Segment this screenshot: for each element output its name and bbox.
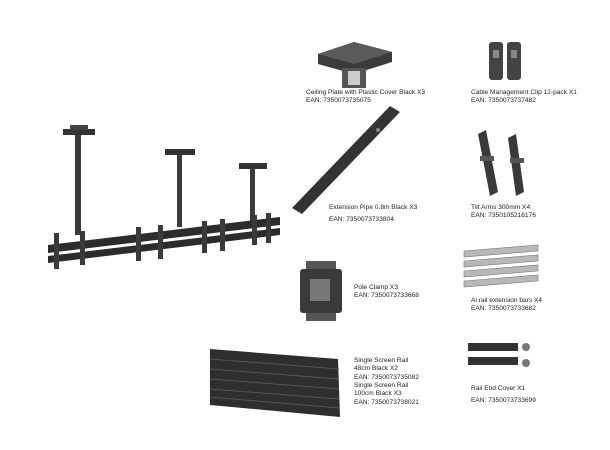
tilt-arms-image — [474, 126, 534, 198]
screen-rail-48-ean: EAN: 7350073735082 — [354, 373, 419, 381]
ceiling-plate-name: Ceiling Plate with Plastic Cover Black X… — [306, 89, 426, 96]
pole-clamp-ean: EAN: 7350073733668 — [354, 292, 419, 300]
cable-clip-name: Cable Management Clip 12-pack X1 — [471, 89, 577, 96]
rail-extension-image — [460, 243, 542, 293]
assembled-ceiling-mount-image — [40, 125, 290, 275]
cable-clip-ean: EAN: 7350073737482 — [471, 97, 536, 105]
rail-extension-label: Al rail extension bars X4 EAN: 735007373… — [471, 297, 542, 314]
rail-extension-name: Al rail extension bars X4 — [471, 297, 543, 304]
extension-pipe-name: Extension Pipe 0.8m Black X3 — [329, 204, 418, 211]
tilt-arms-ean: EAN: 7350105216176 — [471, 212, 536, 220]
tilt-arms-name: Tilt Arms 300mm X4 — [471, 204, 531, 211]
cable-clip-image — [485, 40, 525, 84]
pole-clamp-label: Pole Clamp X3 EAN: 7350073733668 — [354, 284, 419, 301]
ceiling-plate-label: Ceiling Plate with Plastic Cover Black X… — [306, 89, 425, 106]
screen-rail-100-ean: EAN: 7350073738021 — [354, 398, 419, 406]
cable-clip-label: Cable Management Clip 12-pack X1 EAN: 73… — [471, 89, 577, 106]
ceiling-plate-ean: EAN: 7350073735075 — [306, 97, 371, 105]
extension-pipe-ean: EAN: 7350073733804 — [329, 216, 394, 224]
screen-rail-100-name-2: 100cm Black X3 — [354, 390, 402, 398]
screen-rail-100-name-1: Single Screen Rail — [354, 382, 409, 389]
rail-end-cover-label: Rail End Cover X1 EAN: 7350073733699 — [471, 385, 536, 406]
screen-rail-100-label: Single Screen Rail 100cm Black X3 EAN: 7… — [354, 382, 419, 407]
tilt-arms-label: Tilt Arms 300mm X4 EAN: 7350105216176 — [471, 204, 536, 221]
screen-rail-48-name-1: Single Screen Rail — [354, 357, 409, 364]
rail-end-cover-name: Rail End Cover X1 — [471, 385, 526, 392]
pole-clamp-name: Pole Clamp X3 — [354, 284, 398, 291]
rail-extension-ean: EAN: 7350073733682 — [471, 305, 536, 313]
ceiling-plate-image — [312, 38, 397, 93]
rail-end-cover-ean: EAN: 7350073733699 — [471, 397, 536, 405]
screen-rail-48-label: Single Screen Rail 48cm Black X2 EAN: 73… — [354, 357, 419, 382]
screen-rail-48-name-2: 48cm Black X2 — [354, 365, 398, 373]
extension-pipe-image — [290, 104, 405, 219]
extension-pipe-label: Extension Pipe 0.8m Black X3 EAN: 735007… — [329, 204, 417, 225]
screen-rail-image — [206, 345, 346, 420]
pole-clamp-image — [296, 257, 348, 323]
rail-end-cover-image — [466, 337, 534, 377]
